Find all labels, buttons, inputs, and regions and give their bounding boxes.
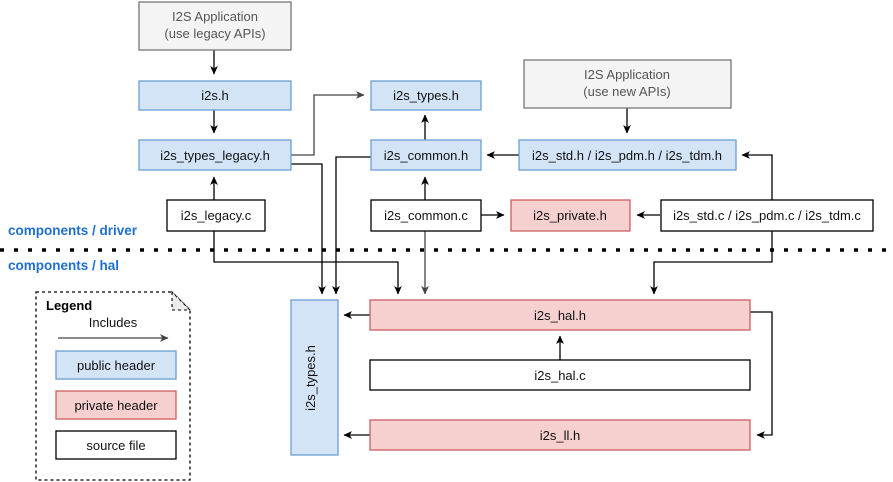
node-app-legacy: I2S Application (use legacy APIs) xyxy=(138,1,292,51)
edge-common-h-to-hal-types xyxy=(332,156,371,295)
node-i2s-hal-c-label: i2s_hal.c xyxy=(534,368,586,383)
section-label-hal: components / hal xyxy=(8,258,119,273)
edge-legacy-c-to-hal-h xyxy=(213,231,402,295)
node-app-legacy-line2: (use legacy APIs) xyxy=(164,26,265,41)
legend-public-header-label: public header xyxy=(77,358,156,373)
node-i2s-h-label: i2s.h xyxy=(201,88,228,103)
node-i2s-types-h-top-label: i2s_types.h xyxy=(393,88,459,103)
node-i2s-common-h: i2s_common.h xyxy=(370,139,482,171)
node-i2s-types-legacy-h: i2s_types_legacy.h xyxy=(138,139,292,171)
node-app-legacy-line1: I2S Application xyxy=(172,9,258,24)
node-i2s-ll-h-label: i2s_ll.h xyxy=(540,428,580,443)
node-i2s-legacy-c: i2s_legacy.c xyxy=(166,199,266,232)
legend-private-header-label: private header xyxy=(74,398,158,413)
node-i2s-types-h-hal: i2s_types.h xyxy=(290,299,339,456)
node-i2s-common-c-label: i2s_common.c xyxy=(384,208,468,223)
node-i2s-types-h-hal-label: i2s_types.h xyxy=(303,345,318,411)
node-i2s-std-pdm-tdm-h-label: i2s_std.h / i2s_pdm.h / i2s_tdm.h xyxy=(532,148,722,163)
node-i2s-hal-h: i2s_hal.h xyxy=(369,299,751,331)
legend-swatch-source-file xyxy=(55,430,177,460)
node-i2s-std-pdm-tdm-c: i2s_std.c / i2s_pdm.c / i2s_tdm.c xyxy=(660,199,874,232)
section-label-driver: components / driver xyxy=(8,223,138,238)
edge-types-legacy-to-hal-types xyxy=(290,163,326,295)
edge-hal-h-to-ll-h xyxy=(750,311,773,439)
edge-std-c-to-std-h xyxy=(741,151,773,200)
legend-swatch-public-header xyxy=(55,350,177,380)
legend-source-file-label: source file xyxy=(86,438,145,453)
legend-panel: Legend Includes public header private he… xyxy=(35,290,192,481)
edge-types-legacy-to-types-h xyxy=(290,91,365,156)
node-i2s-hal-c: i2s_hal.c xyxy=(369,359,751,391)
node-i2s-private-h-label: i2s_private.h xyxy=(533,208,607,223)
node-i2s-std-pdm-tdm-c-label: i2s_std.c / i2s_pdm.c / i2s_tdm.c xyxy=(673,208,861,223)
edge-std-c-to-hal-h xyxy=(650,231,773,295)
legend-fold-corner-icon xyxy=(171,290,192,311)
node-i2s-h: i2s.h xyxy=(138,80,292,111)
connector-group xyxy=(210,50,773,439)
node-i2s-legacy-c-label: i2s_legacy.c xyxy=(181,208,252,223)
node-i2s-types-legacy-h-label: i2s_types_legacy.h xyxy=(160,148,270,163)
legend-title: Legend xyxy=(46,298,92,313)
legend-includes-label: Includes xyxy=(89,315,138,330)
node-i2s-common-c: i2s_common.c xyxy=(370,199,482,232)
legend-swatch-private-header xyxy=(55,390,177,420)
node-app-new-line2: (use new APIs) xyxy=(583,84,670,99)
node-i2s-common-h-label: i2s_common.h xyxy=(384,148,469,163)
node-i2s-hal-h-label: i2s_hal.h xyxy=(534,308,586,323)
node-i2s-types-h-top: i2s_types.h xyxy=(370,80,482,111)
node-app-new-line1: I2S Application xyxy=(584,67,670,82)
node-i2s-ll-h: i2s_ll.h xyxy=(369,419,751,451)
node-app-new: I2S Application (use new APIs) xyxy=(523,59,732,109)
node-i2s-std-pdm-tdm-h: i2s_std.h / i2s_pdm.h / i2s_tdm.h xyxy=(518,139,737,171)
node-i2s-private-h: i2s_private.h xyxy=(510,199,631,232)
